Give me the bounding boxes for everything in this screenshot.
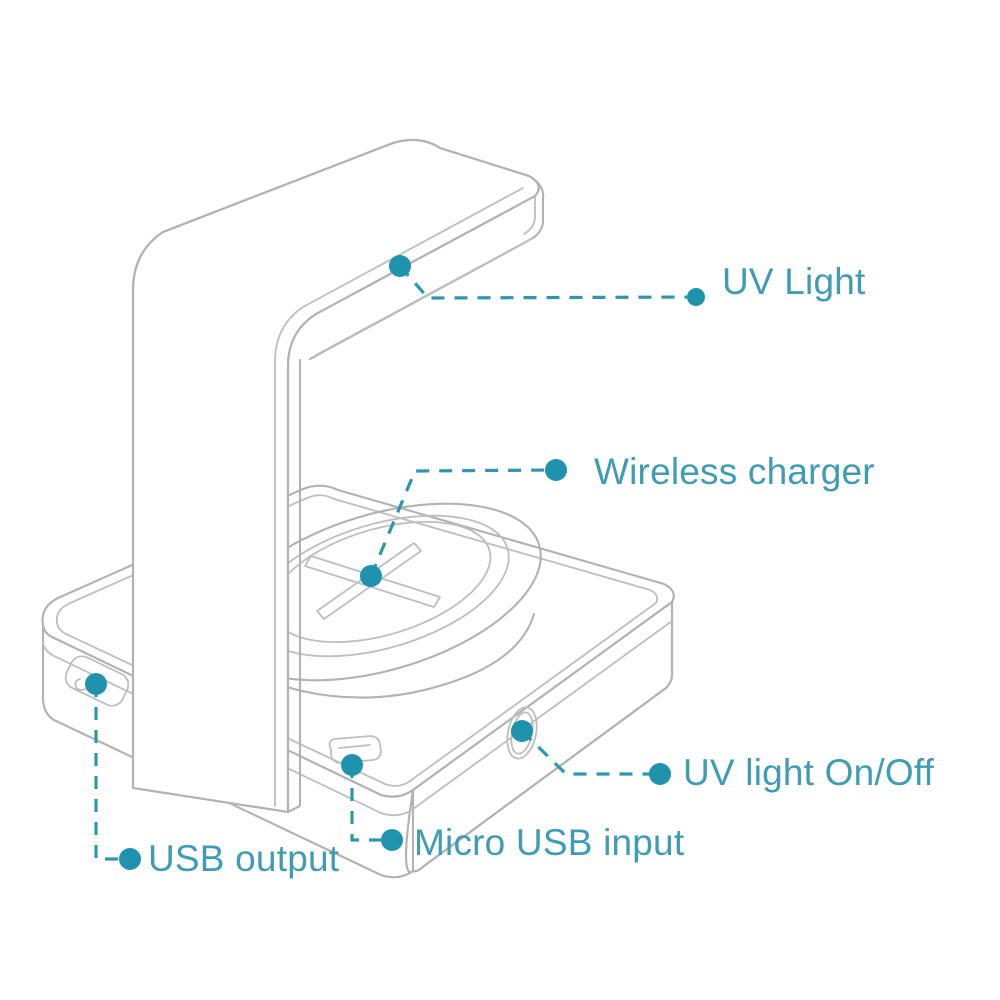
lamp-arm-inner-curve-thickness [274, 187, 524, 807]
callout-usb-output-label: USB output [148, 838, 340, 879]
callout-micro-usb-input-leader [350, 765, 392, 842]
callout-uv-light-leader [398, 264, 697, 300]
lamp-head-end-cap-inner [523, 195, 536, 235]
callout-usb-output-end-dot [119, 848, 141, 870]
callout-wireless-charger-leader [369, 468, 557, 577]
callout-uv-light-on-off-anchor-dot [511, 720, 533, 742]
micro-usb-port [328, 735, 382, 764]
callout-usb-output-anchor-dot [85, 673, 107, 695]
usb-output-slot [64, 655, 130, 707]
lamp-head-under-edge-inner [315, 238, 532, 356]
lamp-arm-foot [131, 786, 290, 814]
base-front-seam [42, 620, 673, 817]
callout-uv-light-on-off[interactable]: UV light On/Off [511, 720, 935, 793]
callout-uv-light-anchor-dot [389, 255, 411, 277]
callout-uv-light-end-dot [687, 288, 705, 306]
pad-cross-marker [304, 542, 441, 620]
usb-output-slot-inner [74, 678, 86, 692]
callout-uv-light-on-off-end-dot [649, 763, 671, 785]
callout-uv-light-on-off-label: UV light On/Off [683, 752, 935, 793]
callout-wireless-charger-label: Wireless charger [594, 451, 875, 492]
lamp-head-end-cap [522, 174, 545, 245]
cross-stroke-b [316, 542, 422, 620]
callout-usb-output-leader [94, 684, 130, 861]
callout-usb-output[interactable]: USB output [85, 673, 340, 879]
cross-stroke-a [304, 555, 441, 608]
callout-uv-light-label: UV Light [722, 261, 866, 302]
callout-wireless-charger[interactable]: Wireless charger [360, 451, 875, 587]
callout-wireless-charger-anchor-dot [360, 565, 382, 587]
callout-micro-usb-input-anchor-dot [341, 754, 363, 776]
lamp-arm [131, 138, 545, 814]
lamp-arm-inner-curve [286, 194, 537, 814]
callout-micro-usb-input-label: Micro USB input [414, 822, 685, 863]
callout-micro-usb-input[interactable]: Micro USB input [341, 754, 685, 863]
callout-micro-usb-input-end-dot [381, 829, 403, 851]
callout-uv-light-on-off-leader [520, 729, 660, 776]
base-top-inner-edge [55, 494, 659, 787]
lamp-post-right-sliver [286, 358, 302, 814]
callout-uv-light[interactable]: UV Light [389, 255, 866, 306]
callout-wireless-charger-end-dot [545, 459, 567, 481]
micro-usb-slot-inner [338, 744, 371, 749]
power-button-outer [506, 706, 538, 760]
product-illustration [41, 138, 675, 879]
micro-usb-slot [328, 735, 382, 764]
usb-output-port [64, 655, 130, 707]
base-right-face-edge [411, 600, 674, 873]
